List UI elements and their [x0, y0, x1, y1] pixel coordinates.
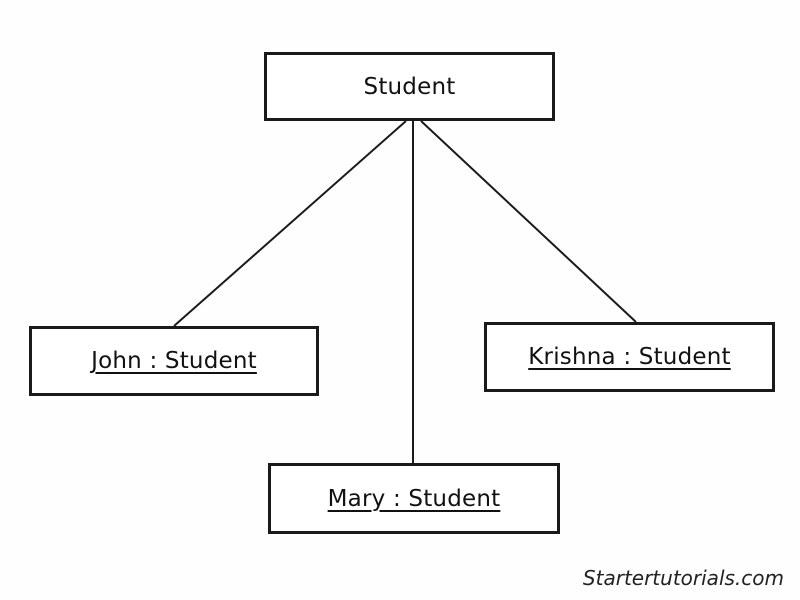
instance-node-label: John : Student [91, 348, 257, 374]
instance-node-mary: Mary : Student [268, 463, 560, 534]
watermark: Startertutorials.com [582, 566, 784, 590]
class-node-student: Student [264, 52, 555, 121]
class-node-label: Student [363, 73, 456, 100]
instance-node-label: Krishna : Student [528, 344, 731, 370]
instance-node-label: Mary : Student [327, 485, 501, 512]
instance-node-john: John : Student [29, 326, 319, 396]
instance-node-krishna: Krishna : Student [484, 322, 775, 392]
edge-class-to-john [173, 120, 407, 327]
edge-class-to-krishna [420, 120, 637, 323]
